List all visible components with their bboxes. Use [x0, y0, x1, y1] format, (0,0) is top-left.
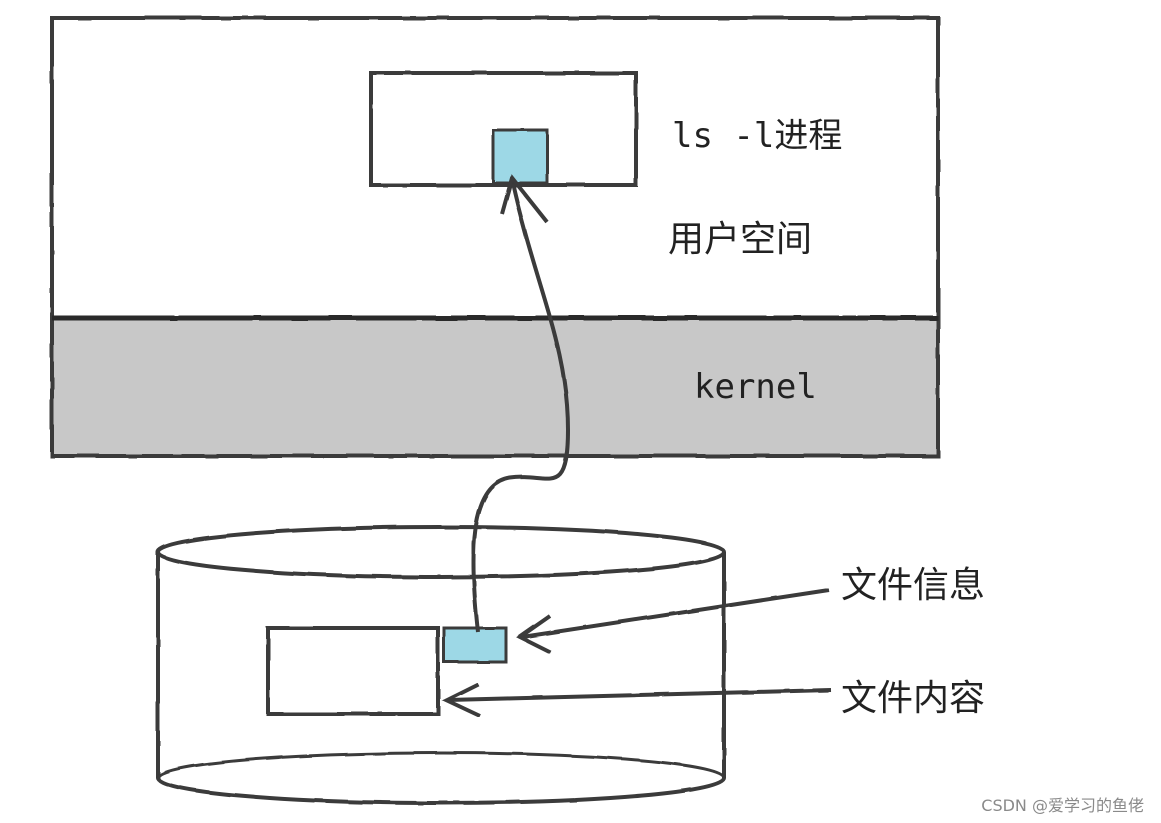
disk-cylinder — [156, 525, 726, 805]
system-box — [50, 16, 940, 458]
file-content-block — [266, 626, 440, 716]
file-blocks — [266, 626, 508, 716]
cylinder-bottom-back — [156, 751, 726, 779]
cylinder-top — [156, 525, 726, 579]
process-buffer — [491, 128, 549, 185]
read-path — [471, 173, 571, 633]
watermark: CSDN @爱学习的鱼佬 — [981, 796, 1144, 815]
file-content-arrow-line — [447, 688, 832, 702]
file-content-pointer — [441, 682, 832, 718]
file-info-arrowhead — [516, 614, 552, 654]
file-info-label: 文件信息 — [841, 565, 985, 606]
file-content-label: 文件内容 — [841, 678, 985, 719]
process-label: ls -l进程 — [672, 116, 842, 156]
file-info-block — [442, 626, 508, 664]
read-path-curve — [471, 179, 571, 633]
kernel-region — [50, 316, 940, 458]
process-box — [369, 71, 638, 187]
file-info-pointer — [516, 588, 830, 654]
kernel-label: kernel — [694, 367, 817, 407]
file-info-arrow-line — [521, 588, 830, 639]
user-space-label: 用户空间 — [668, 219, 812, 260]
cylinder-body — [156, 552, 726, 805]
read-path-arrowhead — [500, 173, 549, 224]
file-content-arrowhead — [441, 682, 481, 718]
